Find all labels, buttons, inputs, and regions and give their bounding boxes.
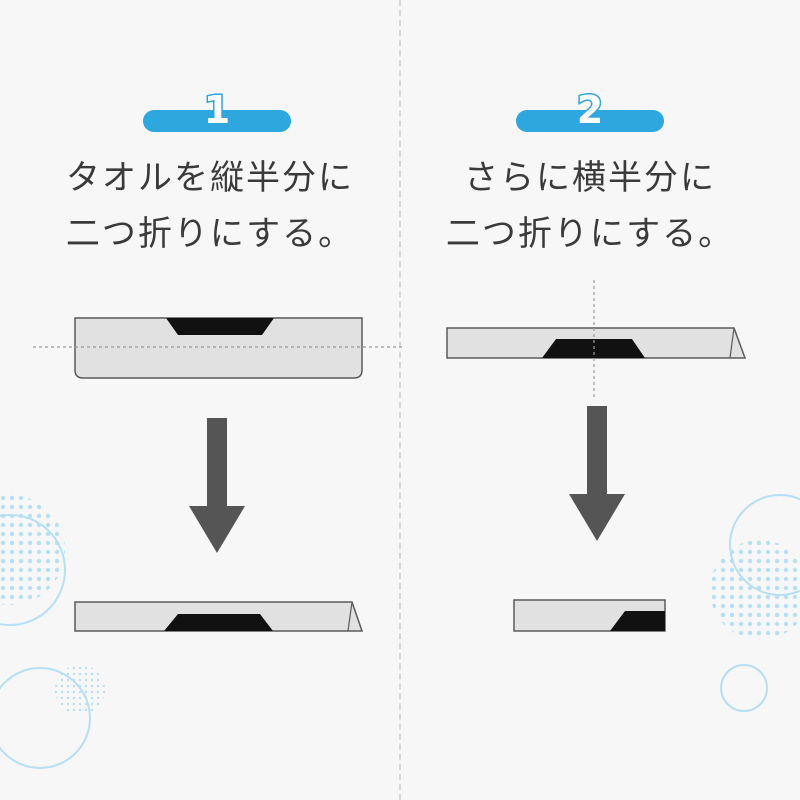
towel-band (166, 318, 274, 335)
deco-ring-left (0, 514, 66, 626)
step-1-towel-unfolded (33, 317, 404, 379)
step-2-caption-line2: 二つ折りにする。 (445, 214, 735, 254)
arrow-shaft (587, 406, 607, 494)
step-2-badge: 2 (516, 87, 664, 134)
step-1-towel-folded (74, 601, 364, 632)
deco-dots-left-lower (55, 665, 105, 715)
towel-body (74, 317, 363, 379)
step-2-caption: さらに横半分に 二つ折りにする。 (400, 150, 780, 262)
deco-ring-left-lower (0, 667, 91, 769)
deco-ring-right-small (720, 664, 768, 712)
down-arrow-icon (569, 494, 625, 541)
step-1-caption: タオルを縦半分に 二つ折りにする。 (20, 150, 400, 262)
step-1-badge: 1 (143, 87, 291, 134)
deco-dots-right (710, 540, 800, 640)
towel-edge (347, 601, 353, 632)
column-divider (399, 0, 401, 800)
step-1-caption-line1: タオルを縦半分に (66, 158, 354, 198)
step-1-caption-line2: 二つ折りにする。 (65, 214, 355, 254)
deco-dots-left (0, 495, 65, 605)
step-2-arrow (569, 406, 625, 541)
step-2-towel-start (446, 280, 747, 398)
towel-edge (729, 327, 735, 359)
step-2-number: 2 (575, 87, 604, 134)
towel-band (610, 611, 665, 631)
step-1-number: 1 (202, 87, 231, 134)
step-1-arrow (189, 418, 245, 553)
down-arrow-icon (189, 506, 245, 553)
step-2-caption-line1: さらに横半分に (464, 158, 716, 198)
arrow-shaft (207, 418, 227, 506)
step-2-towel-folded (513, 599, 666, 632)
towel-band (164, 614, 273, 631)
